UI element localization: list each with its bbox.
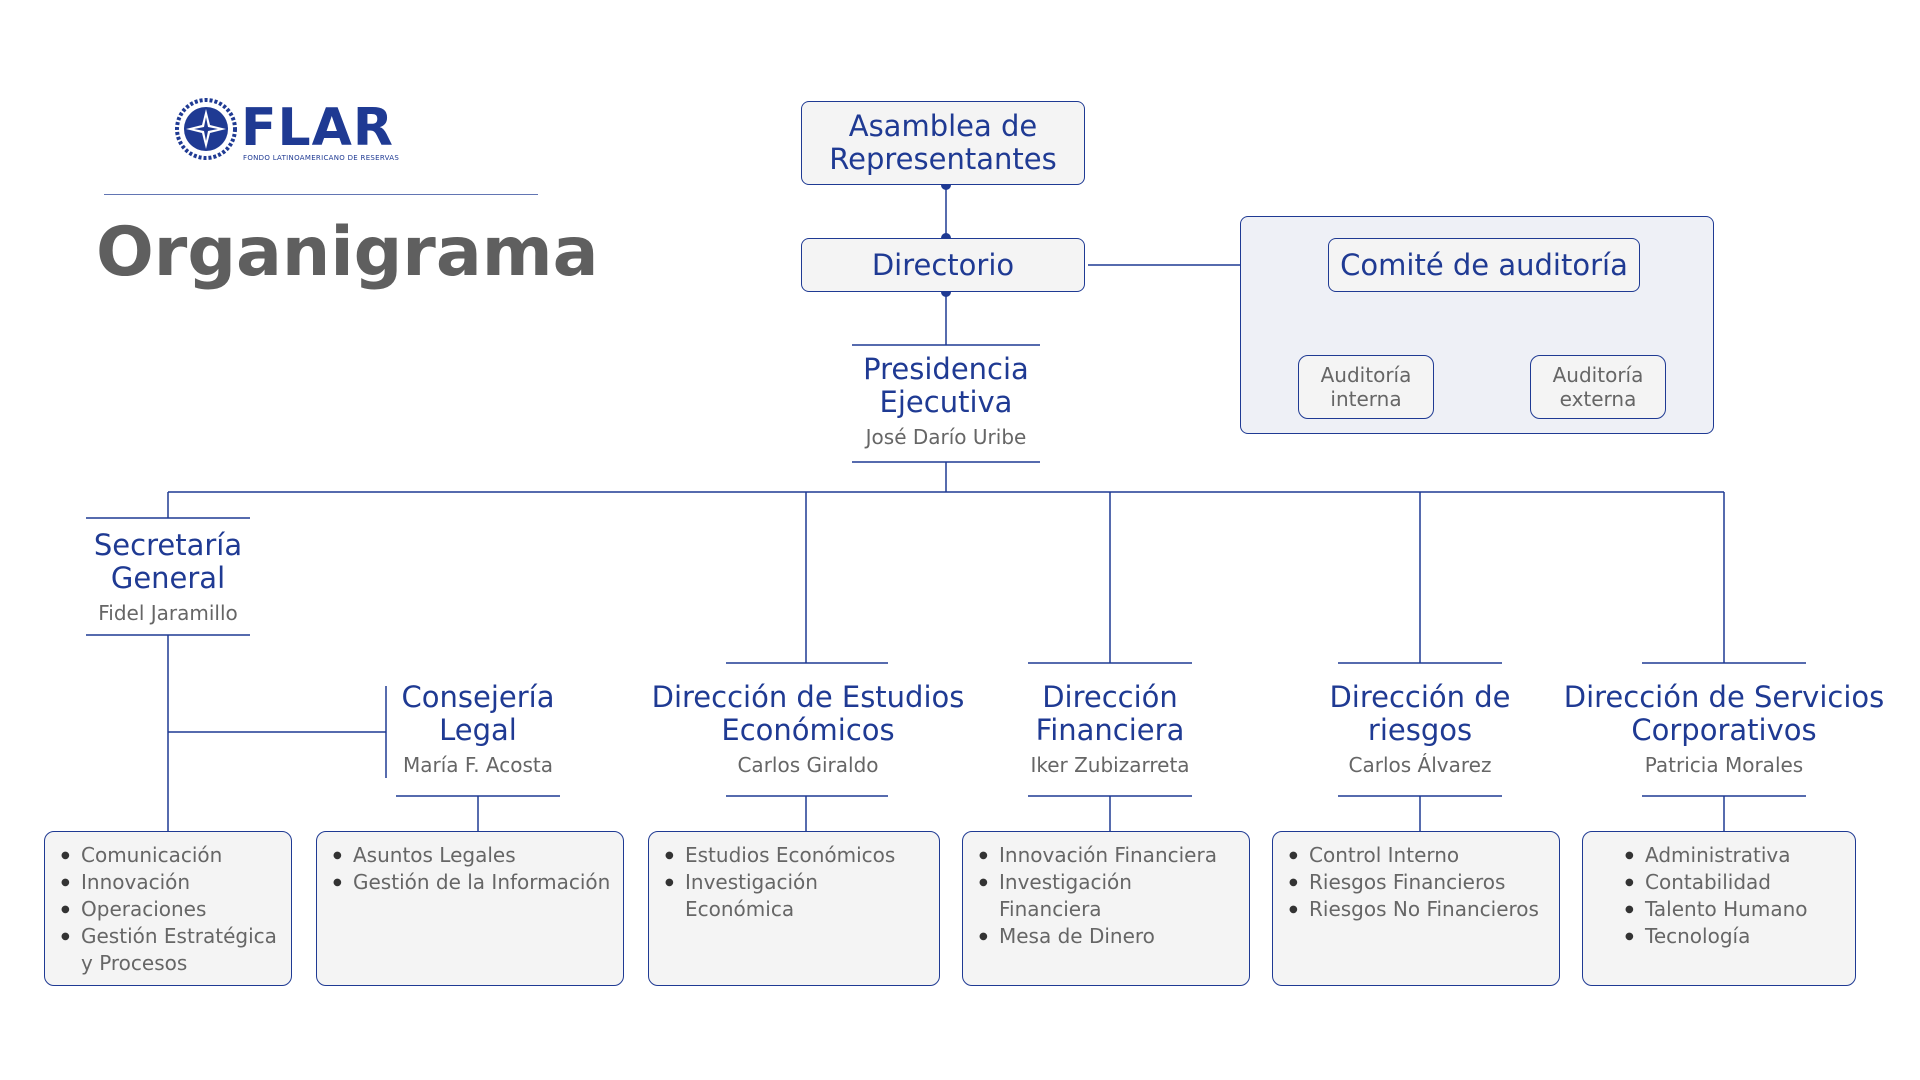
secretaria-person: Fidel Jaramillo bbox=[98, 601, 238, 625]
list-item: Investigación Financiera bbox=[977, 869, 1239, 923]
consejeria-person: María F. Acosta bbox=[403, 753, 553, 777]
presidencia-title: Presidencia Ejecutiva bbox=[863, 352, 1029, 419]
list-item: Investigación Económica bbox=[663, 869, 929, 923]
page-title: Organigrama bbox=[96, 213, 599, 292]
list-item: Asuntos Legales bbox=[331, 842, 613, 869]
node-comite-label: Comité de auditoría bbox=[1340, 247, 1628, 282]
list-item: Innovación bbox=[59, 869, 281, 896]
consejeria-title: Consejería Legal bbox=[401, 680, 555, 747]
node-presidencia: Presidencia Ejecutiva José Darío Uribe bbox=[826, 352, 1066, 450]
list-secretaria: Comunicación Innovación Operaciones Gest… bbox=[44, 831, 292, 986]
node-consejeria-legal: Consejería Legal María F. Acosta bbox=[388, 680, 568, 778]
node-direccion-financiera: Dirección Financiera Iker Zubizarreta bbox=[1020, 680, 1200, 778]
list-servicios: Administrativa Contabilidad Talento Huma… bbox=[1582, 831, 1856, 986]
list-item: Riesgos Financieros bbox=[1287, 869, 1549, 896]
financiera-person: Iker Zubizarreta bbox=[1030, 753, 1190, 777]
node-secretaria-general: Secretaría General Fidel Jaramillo bbox=[58, 528, 278, 626]
auditoria-interna-label: Auditoría interna bbox=[1320, 363, 1412, 411]
auditoria-externa-label: Auditoría externa bbox=[1552, 363, 1644, 411]
secretaria-title: Secretaría General bbox=[93, 528, 243, 595]
riesgos-title: Dirección de riesgos bbox=[1329, 680, 1511, 747]
list-item: Administrativa bbox=[1623, 842, 1845, 869]
list-consejeria: Asuntos Legales Gestión de la Informació… bbox=[316, 831, 624, 986]
title-divider bbox=[104, 194, 538, 195]
node-auditoria-interna: Auditoría interna bbox=[1298, 355, 1434, 419]
servicios-title: Dirección de Servicios Corporativos bbox=[1563, 680, 1885, 747]
list-item: Talento Humano bbox=[1623, 896, 1845, 923]
list-item: Gestión de la Información bbox=[331, 869, 613, 896]
servicios-person: Patricia Morales bbox=[1644, 753, 1804, 777]
list-riesgos: Control Interno Riesgos Financieros Ries… bbox=[1272, 831, 1560, 986]
node-direccion-riesgos: Dirección de riesgos Carlos Álvarez bbox=[1320, 680, 1520, 778]
list-item: Estudios Económicos bbox=[663, 842, 929, 869]
node-estudios-economicos: Dirección de Estudios Económicos Carlos … bbox=[648, 680, 968, 778]
list-item: Control Interno bbox=[1287, 842, 1549, 869]
presidencia-person: José Darío Uribe bbox=[865, 425, 1027, 449]
list-item: Tecnología bbox=[1623, 923, 1845, 950]
list-item: Operaciones bbox=[59, 896, 281, 923]
node-comite-auditoria: Comité de auditoría bbox=[1328, 238, 1640, 292]
node-asamblea-label: Asamblea de Representantes bbox=[829, 109, 1057, 176]
node-servicios-corporativos: Dirección de Servicios Corporativos Patr… bbox=[1554, 680, 1894, 778]
node-auditoria-externa: Auditoría externa bbox=[1530, 355, 1666, 419]
compass-rose-icon bbox=[175, 98, 237, 160]
estudios-person: Carlos Giraldo bbox=[737, 753, 879, 777]
riesgos-person: Carlos Álvarez bbox=[1348, 753, 1492, 777]
list-item: Comunicación bbox=[59, 842, 281, 869]
node-directorio: Directorio bbox=[801, 238, 1085, 292]
list-financiera: Innovación Financiera Investigación Fina… bbox=[962, 831, 1250, 986]
list-item: Gestión Estratégica y Procesos bbox=[59, 923, 281, 977]
list-item: Contabilidad bbox=[1623, 869, 1845, 896]
node-asamblea: Asamblea de Representantes bbox=[801, 101, 1085, 185]
financiera-title: Dirección Financiera bbox=[1035, 680, 1185, 747]
list-estudios: Estudios Económicos Investigación Económ… bbox=[648, 831, 940, 986]
node-directorio-label: Directorio bbox=[871, 247, 1015, 282]
list-item: Riesgos No Financieros bbox=[1287, 896, 1549, 923]
logo-wordmark: FLAR bbox=[241, 98, 394, 158]
estudios-title: Dirección de Estudios Económicos bbox=[651, 680, 965, 747]
flar-logo: FLAR FONDO LATINOAMERICANO DE RESERVAS bbox=[175, 98, 435, 168]
list-item: Mesa de Dinero bbox=[977, 923, 1239, 950]
list-item: Innovación Financiera bbox=[977, 842, 1239, 869]
logo-tagline: FONDO LATINOAMERICANO DE RESERVAS bbox=[243, 154, 400, 162]
